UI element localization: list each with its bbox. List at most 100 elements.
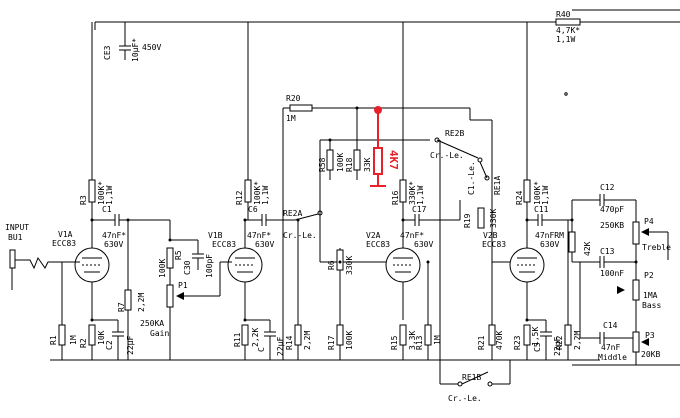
- component-label-c2: C2: [105, 340, 114, 350]
- component-label-p3: P3: [645, 331, 655, 340]
- component-label-r21-val: 470K: [495, 331, 504, 350]
- component-label-v2b: V2B: [483, 231, 498, 240]
- component-label-c11: C11: [534, 205, 549, 214]
- resistor-r3: R3 100K* 1,1W: [79, 22, 114, 220]
- component-label-c14-val: 47nF: [601, 343, 620, 352]
- component-label-p4: P4: [644, 217, 654, 226]
- component-label-re2a: RE2A: [283, 209, 302, 218]
- component-label-p3-val: 20KB: [641, 350, 660, 359]
- tube-v1a: V1A ECC83: [52, 220, 110, 320]
- component-label-re2a-sub: Cr.-Le.: [283, 231, 317, 240]
- relay-re1a: C1.-Le. RE1A: [467, 161, 502, 195]
- component-label-r22-val: 2,2M: [573, 331, 582, 350]
- component-label-re1a: RE1A: [493, 176, 502, 195]
- component-label-r24-pw: 1,1W: [541, 186, 550, 205]
- capacitor-c6: C6 47nF* 630V: [245, 205, 295, 249]
- component-label-ce3-volt: 450V: [142, 43, 161, 52]
- component-label-c17: C17: [412, 205, 427, 214]
- component-label-ce3: CE3: [103, 45, 112, 60]
- component-label-p2-val: 1MA: [643, 291, 658, 300]
- component-label-c5-val: 22µF: [553, 337, 562, 356]
- component-label-r16-val: 330K*: [408, 181, 417, 205]
- tube-v1b: V1B ECC83: [208, 220, 263, 320]
- component-label-r13-val: 1M: [433, 335, 442, 345]
- component-label-r2-val: 10K: [97, 330, 106, 345]
- cathode-v1b: R11 2,2K C 22µF R14 2,2M: [233, 220, 312, 360]
- component-label-c12: C12: [600, 183, 615, 192]
- component-label-c17-val: 47nF*: [400, 231, 424, 240]
- capacitor-c17: C17 47nF* 630V: [400, 205, 460, 249]
- component-label-r40-val: 4,7K*: [556, 26, 580, 35]
- junction-dots: [90, 106, 638, 322]
- component-label-r20: R20: [286, 94, 301, 103]
- red-marker-dot: [564, 92, 568, 96]
- component-label-v1b: V1B: [208, 231, 223, 240]
- component-label-r18: R18: [345, 157, 354, 172]
- component-label-p2: P2: [644, 271, 654, 280]
- component-label-r24-val: 100K*: [533, 181, 542, 205]
- component-label-ce: C: [257, 347, 266, 352]
- component-label-v2b-t: ECC83: [482, 240, 506, 249]
- tone-stack: C12 470pF 250KB P4 Treble 42K C13 100nF …: [568, 183, 680, 366]
- component-label-c1-val: 47nF*: [102, 231, 126, 240]
- component-label-c13: C13: [600, 247, 615, 256]
- component-label-r17-val: 100K: [345, 331, 354, 350]
- component-label-p2-name: Bass: [642, 301, 661, 310]
- resistor-r12: R12 100K* 1,1W: [235, 179, 270, 220]
- resistor-r7: R7 2,2M: [117, 220, 146, 360]
- resistor-r1: R1 1M: [49, 262, 78, 360]
- component-label-r6-val: 330K: [345, 256, 354, 275]
- component-label-r16-pw: 1,1W: [416, 186, 425, 205]
- component-label-r40: R40: [556, 10, 571, 19]
- component-label-r18-val: 33K: [363, 157, 372, 172]
- capacitor-c1: C1 47nF* 630V: [92, 205, 170, 249]
- component-label-v2a-t: ECC83: [366, 240, 390, 249]
- resistor-r24: R24 100K* 1,1W: [515, 179, 550, 220]
- component-label-p4-name: Treble: [642, 243, 671, 252]
- component-label-r23-val: 1,5K: [531, 327, 540, 346]
- component-label-v1b-t: ECC83: [212, 240, 236, 249]
- component-label-re1b-sub: Cr.-Le.: [448, 394, 482, 403]
- component-label-r12-val: 100K*: [253, 181, 262, 205]
- component-label-c1-volt: 630V: [104, 240, 123, 249]
- resistor-r40: R40 4,7K* 1,1W: [527, 10, 581, 44]
- component-label-re1b: RE1B: [462, 373, 481, 382]
- component-label-c1-le: C1.-Le.: [467, 161, 476, 195]
- component-label-bu1: BU1: [8, 233, 23, 242]
- component-label-c17-volt: 630V: [414, 240, 433, 249]
- component-label-r7: R7: [117, 302, 126, 312]
- component-label-r12: R12: [235, 190, 244, 205]
- component-label-c13-val: 100nF: [600, 269, 624, 278]
- component-label-r12-pw: 1,1W: [261, 186, 270, 205]
- component-label-ce-val: 22µF: [276, 337, 285, 356]
- component-label-r14-val: 2,2M: [303, 331, 312, 350]
- component-label-r-42k: 42K: [583, 241, 592, 256]
- component-label-r15: R15: [390, 335, 399, 350]
- component-label-r15-val: 3,3K: [408, 331, 417, 350]
- cathode-v2b: R21 470K R23 1,5K C5 22µF R22 2,2M: [477, 220, 582, 360]
- component-label-r2: R2: [79, 338, 88, 348]
- resistor-r18: R18 33K: [345, 108, 372, 180]
- component-label-r40-pw: 1,1W: [556, 35, 575, 44]
- component-label-r7-val: 2,2M: [137, 293, 146, 312]
- relay-re1b: RE1B Cr.-Le.: [439, 140, 511, 403]
- tube-v2a: V2A ECC83: [319, 213, 421, 320]
- component-label-r6: R6: [327, 260, 336, 270]
- component-label-c6: C6: [248, 205, 258, 214]
- cathode-v2a: R17 100K R15 3,3K R13 1M: [327, 262, 442, 360]
- component-label-r19-val: 330K: [489, 209, 498, 228]
- component-label-c11-val: 47nFRM: [535, 231, 564, 240]
- component-label-v1a-t: ECC83: [52, 239, 76, 248]
- capacitor-c11: C11 47nFRM 630V: [527, 205, 572, 249]
- component-label-r-red: 4K7: [387, 150, 400, 170]
- component-label-r24: R24: [515, 190, 524, 205]
- component-label-r1-val: 1M: [69, 335, 78, 345]
- capacitor-ce3: CE3 10µF* 450V: [103, 38, 161, 62]
- component-label-p1: P1: [178, 281, 188, 290]
- component-label-ce3-val: 10µF*: [131, 38, 140, 62]
- cathode-v1a: R2 10K C2 22µF: [79, 319, 135, 360]
- component-label-input: INPUT: [5, 223, 29, 232]
- component-label-r13: R13: [415, 335, 424, 350]
